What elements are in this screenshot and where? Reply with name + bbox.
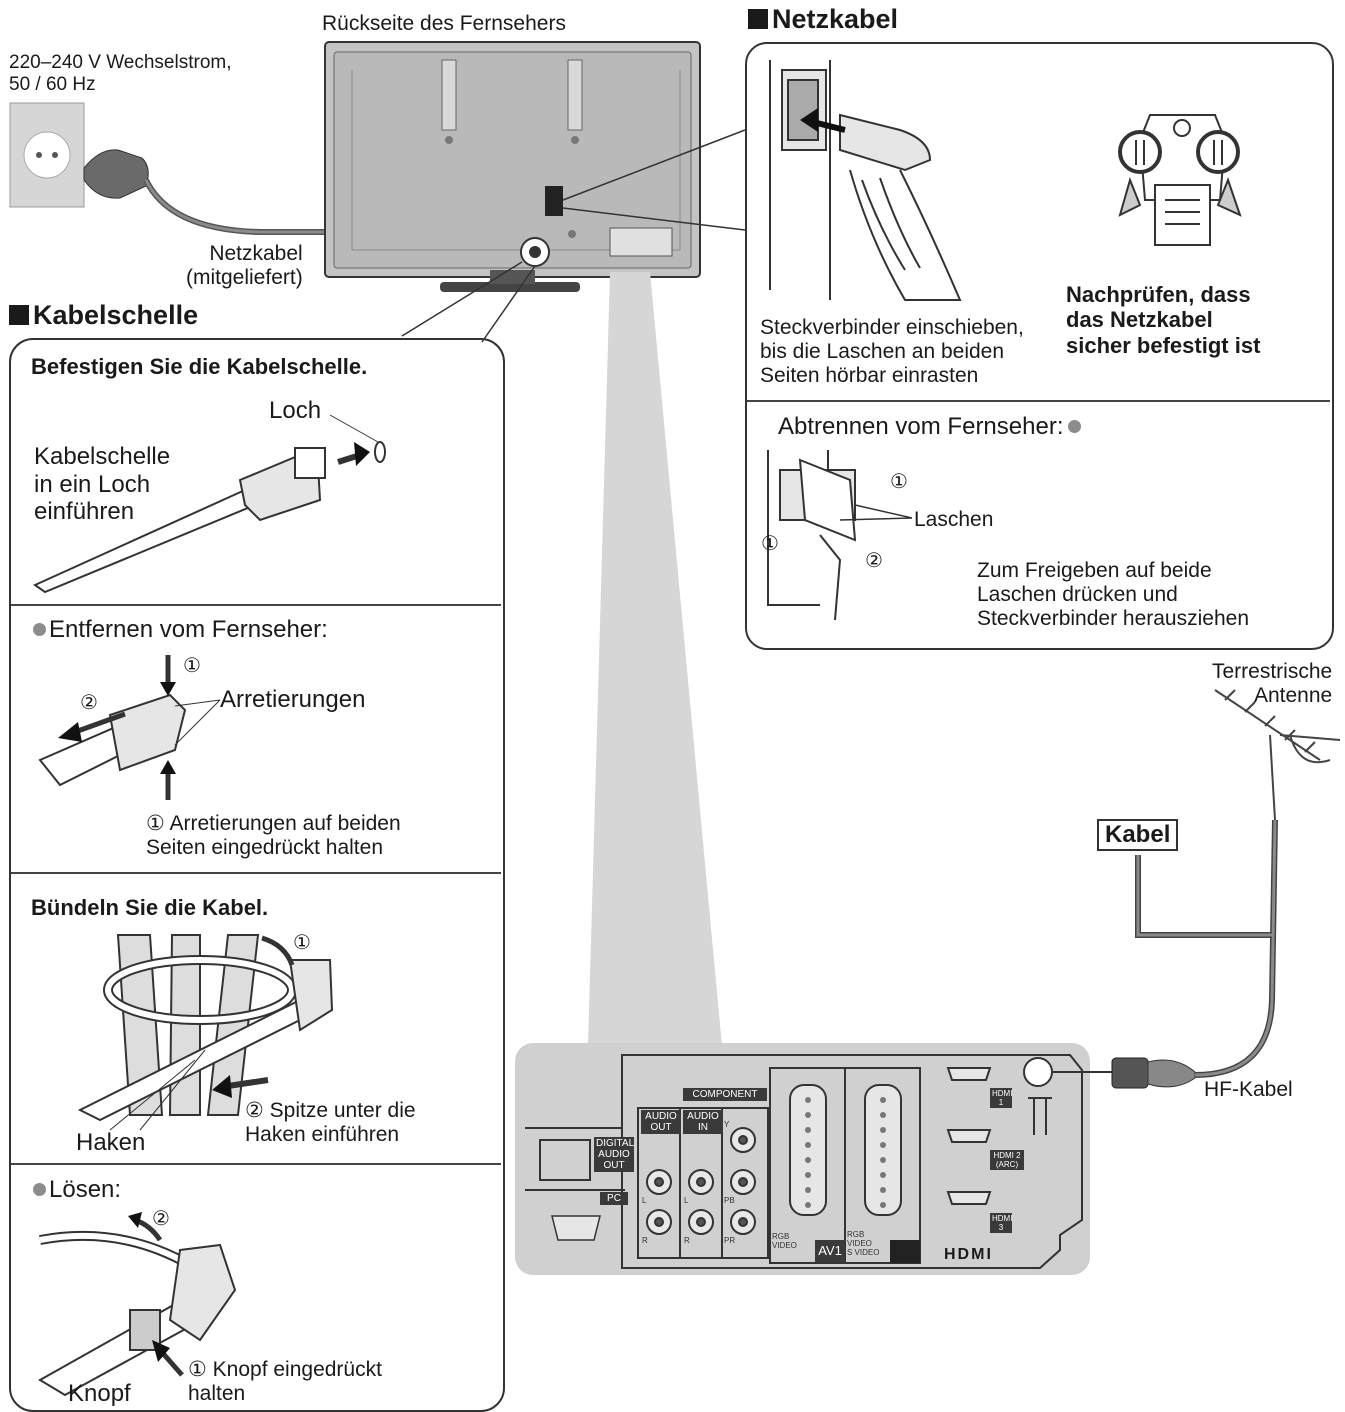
clamp-attach-heading: Befestigen Sie die Kabelschelle.: [31, 354, 368, 379]
arretierungen-label: Arretierungen: [220, 686, 366, 713]
rf-cable-label: HF-Kabel: [1204, 1078, 1293, 1101]
netzkabel-divider: [747, 400, 1330, 402]
hdmi3-label: HDMI 3: [990, 1213, 1013, 1233]
step-1-marker: ①: [293, 932, 311, 954]
channel-r-label: R: [684, 1236, 690, 1245]
hdmi-ports: [946, 1067, 992, 1205]
wall-socket-icon: [9, 102, 85, 208]
clamp-insert-illustration: [32, 414, 386, 594]
audio-out-label: AUDIO OUT: [641, 1110, 681, 1134]
clamp-bundle-illustration: [77, 934, 334, 1131]
clamp-bundle-heading: Bündeln Sie die Kabel.: [31, 895, 269, 920]
step-2-marker: ②: [152, 1208, 170, 1230]
netzkabel-title: Netzkabel: [748, 4, 898, 35]
antenna-icon: [1214, 689, 1341, 821]
rgb-video-label: RGB VIDEO: [772, 1232, 797, 1250]
clamp-hold-text: ① Arretierungen auf beiden Seiten einged…: [146, 812, 401, 860]
clamp-release-heading: Lösen:: [33, 1176, 121, 1204]
clamp-knopf-text: ① Knopf eingedrückt halten: [188, 1358, 382, 1406]
kabelschelle-divider-2: [11, 872, 501, 874]
channel-y-label: Y: [724, 1120, 730, 1129]
rca-jacks: [646, 1127, 756, 1235]
channel-pb-label: PB: [724, 1196, 735, 1205]
clamp-remove-illustration: [38, 655, 221, 800]
channel-l-label: L: [642, 1196, 647, 1205]
netzkabel-check-text: Nachprüfen, dass das Netzkabel sicher be…: [1066, 282, 1261, 358]
step-2-marker: ②: [80, 692, 98, 714]
channel-pr-label: PR: [724, 1236, 736, 1245]
kabelschelle-panel: [9, 338, 505, 1412]
clamp-tip-text: ② Spitze unter die Haken einführen: [245, 1099, 416, 1147]
rgb-video-svideo-label: RGB VIDEO S VIDEO: [847, 1230, 880, 1257]
clamp-release-illustration: [38, 1212, 237, 1397]
antenna-label: Terrestrische Antenne: [1212, 660, 1333, 708]
audio-in-label: AUDIO IN: [683, 1110, 723, 1134]
power-cord-label: Netzkabel (mitgeliefert): [186, 242, 303, 290]
av1-label: AV1: [815, 1240, 845, 1262]
rf-cable-illustration: [1052, 819, 1278, 1089]
clamp-remove-heading: Entfernen vom Fernseher:: [33, 616, 328, 644]
kabelschelle-title: Kabelschelle: [9, 300, 198, 331]
step-1-marker: ①: [183, 655, 201, 677]
laschen-label: Laschen: [914, 508, 994, 531]
kabelschelle-divider-1: [11, 604, 501, 606]
netzkabel-insert-text: Steckverbinder einschieben, bis die Lasc…: [760, 316, 1024, 388]
tv-back-label: Rückseite des Fernsehers: [322, 12, 566, 35]
tv-back-illustration: [324, 41, 701, 292]
hdmi2-label: HDMI 2 (ARC): [990, 1150, 1024, 1170]
step-2-marker: ②: [865, 550, 883, 572]
netzkabel-disconnect-heading: Abtrennen vom Fernseher:: [778, 413, 1081, 441]
hdmi-logo: HDMI: [944, 1246, 993, 1263]
digital-audio-out-label: DIGITAL AUDIO OUT: [594, 1137, 635, 1172]
power-supply-label: 220–240 V Wechselstrom, 50 / 60 Hz: [9, 52, 232, 95]
loch-label: Loch: [269, 397, 322, 424]
component-label: COMPONENT: [683, 1088, 767, 1101]
clamp-insert-text: Kabelschelle in ein Loch einführen: [34, 443, 171, 526]
channel-r-label: R: [642, 1236, 648, 1245]
kabel-box-label: Kabel: [1097, 819, 1179, 851]
netzkabel-release-text: Zum Freigeben auf beide Laschen drücken …: [977, 559, 1249, 631]
kabelschelle-divider-3: [11, 1163, 501, 1165]
haken-label: Haken: [76, 1129, 146, 1156]
channel-l-label: L: [684, 1196, 689, 1205]
step-1-marker: ①: [761, 533, 779, 555]
knopf-label: Knopf: [68, 1380, 131, 1407]
pc-label: PC: [600, 1192, 628, 1205]
hdmi1-label: HDMI 1: [990, 1088, 1013, 1108]
step-1-marker: ①: [890, 471, 908, 493]
power-plug-icon: [83, 149, 548, 235]
